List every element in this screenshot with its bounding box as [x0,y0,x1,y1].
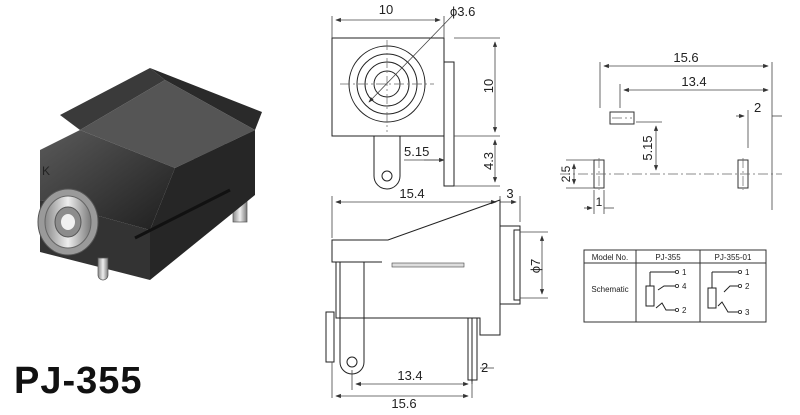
side-view [325,196,548,399]
svg-text:K: K [42,164,50,178]
dim-pcb-pad-height: 2.5 [559,165,573,182]
table-model-a: PJ-355 [655,253,681,262]
dim-side-length: 15.4 [399,186,424,201]
pin-b-2: 2 [745,282,750,291]
schematic-symbol-a [645,269,680,312]
front-view [331,13,500,190]
table-header-label: Model No. [592,253,628,262]
table-model-b: PJ-355-01 [715,253,752,262]
pin-a-3: 2 [682,306,687,315]
dim-overall-length: 15.6 [391,396,416,410]
dim-front-width: 10 [379,2,393,17]
pin-a-2: 4 [682,282,687,291]
dim-hole-diameter: ϕ3.6 [450,4,475,19]
dim-pin-width: 2 [481,360,488,375]
dim-pcb-offset: 5.15 [640,135,655,160]
dim-pcb-pad-width: 1 [596,195,603,209]
part-number-title: PJ-355 [14,360,143,402]
dim-pin-spacing: 13.4 [397,368,422,383]
pin-a-1: 1 [682,268,687,277]
dim-pcb-pin-width: 2 [754,100,761,115]
dim-barrel-length: 3 [506,186,513,201]
dim-barrel-diameter: ϕ7 [528,259,543,274]
dim-pcb-pin-spacing: 13.4 [681,74,706,89]
pcb-layout [560,62,782,214]
pin-b-3: 3 [745,308,750,317]
table-row-label: Schematic [591,285,628,294]
pin-b-1: 1 [745,268,750,277]
dim-pin-height: 4.3 [481,152,496,170]
product-photo: K [37,68,262,281]
dim-pcb-overall: 15.6 [673,50,698,65]
schematic-table [583,249,767,323]
dim-front-height: 10 [481,79,496,93]
schematic-symbol-b [707,269,743,314]
dim-pin-offset: 5.15 [404,144,429,159]
